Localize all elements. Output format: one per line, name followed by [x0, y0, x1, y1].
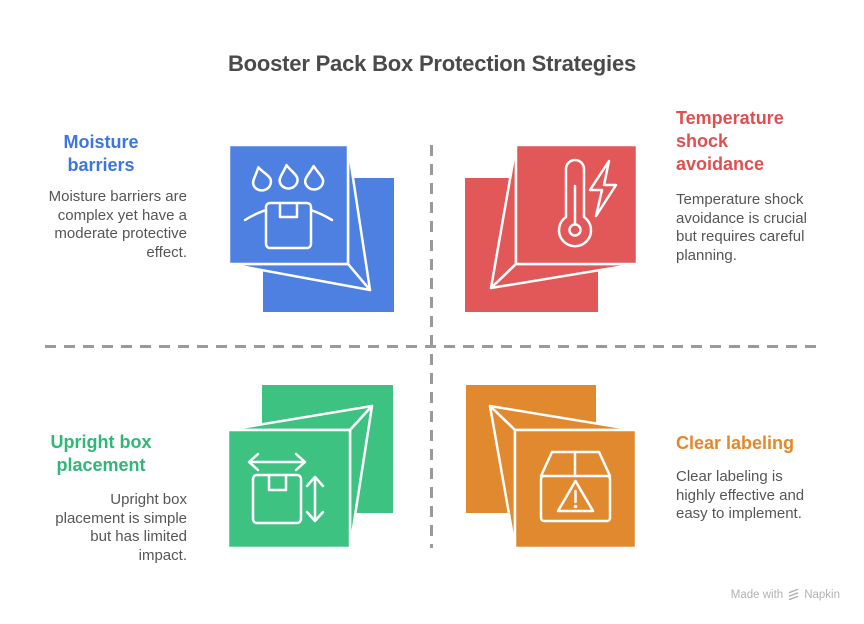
warning-exclamation-dot: [573, 504, 578, 509]
quadrant-description: Upright box placement is simple but has …: [55, 491, 187, 564]
lightning-bolt-icon: [588, 159, 618, 218]
box-front-face: [514, 143, 639, 266]
package-icon: [251, 473, 303, 525]
width-arrow-icon: [247, 452, 307, 472]
quadrant-description: Temperature shock avoidance is crucial b…: [676, 191, 807, 264]
napkin-credit[interactable]: Made with Napkin: [731, 588, 840, 601]
credit-brand: Napkin: [804, 588, 840, 601]
quadrant-description: Clear labeling is highly effective and e…: [676, 468, 805, 522]
quadrant-heading: Temperature shock avoidance: [676, 108, 784, 174]
quadrant-heading: Upright box placement: [50, 432, 152, 475]
napkin-logo-icon: [788, 588, 799, 601]
package-icon: [264, 201, 313, 250]
credit-prefix: Made with: [730, 588, 784, 601]
labeled-carton-icon: [539, 450, 612, 523]
3d-box-with-warning-label-icon: [466, 385, 638, 550]
vertical-dashed-divider: [430, 145, 433, 548]
box-front-face: [513, 428, 638, 550]
quadrant-description: Moisture barriers are complex yet have a…: [48, 188, 187, 261]
quadrant-heading: Moisture barriers: [63, 132, 139, 175]
warning-triangle-icon: [556, 479, 595, 513]
thermometer-icon: [557, 158, 593, 248]
water-drops-icon: [243, 163, 334, 222]
3d-box-with-dimension-arrows-icon: [226, 385, 393, 550]
page-title: Booster Pack Box Protection Strategies: [227, 51, 637, 76]
quadrant-heading: Clear labeling: [676, 433, 795, 453]
3d-box-with-water-drops-icon: [227, 143, 394, 312]
height-arrow-icon: [305, 475, 325, 523]
3d-box-with-thermometer-lightning-icon: [465, 143, 639, 312]
